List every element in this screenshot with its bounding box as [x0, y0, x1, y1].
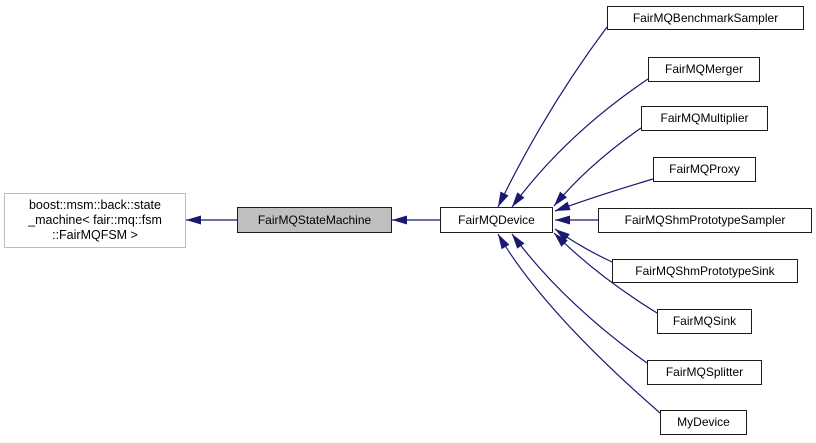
node-boost-msm-state-machine: boost::msm::back::state _machine< fair::… — [4, 193, 186, 248]
edge-merger-to-device — [511, 78, 649, 208]
node-fairmq-proxy[interactable]: FairMQProxy — [653, 157, 756, 182]
edge-proxy-to-device — [554, 178, 654, 212]
edge-sink-to-device — [553, 232, 658, 314]
node-fairmq-merger[interactable]: FairMQMerger — [648, 57, 760, 82]
node-fairmq-state-machine: FairMQStateMachine — [237, 207, 392, 233]
node-fairmq-splitter[interactable]: FairMQSplitter — [647, 360, 762, 385]
node-fairmq-device[interactable]: FairMQDevice — [440, 207, 553, 233]
node-fairmq-shm-prototype-sampler[interactable]: FairMQShmPrototypeSampler — [598, 208, 812, 233]
edge-shmprototypesink-to-device — [554, 228, 613, 263]
edge-mydevice-to-device — [497, 233, 661, 414]
node-fairmq-multiplier[interactable]: FairMQMultiplier — [641, 106, 768, 131]
node-fairmq-benchmark-sampler[interactable]: FairMQBenchmarkSampler — [607, 6, 804, 30]
edge-splitter-to-device — [511, 233, 648, 364]
node-fairmq-sink[interactable]: FairMQSink — [657, 309, 752, 334]
edge-benchmarksampler-to-device — [497, 26, 608, 208]
edge-multiplier-to-device — [553, 127, 642, 207]
node-my-device[interactable]: MyDevice — [660, 410, 747, 435]
node-fairmq-shm-prototype-sink[interactable]: FairMQShmPrototypeSink — [612, 259, 798, 283]
